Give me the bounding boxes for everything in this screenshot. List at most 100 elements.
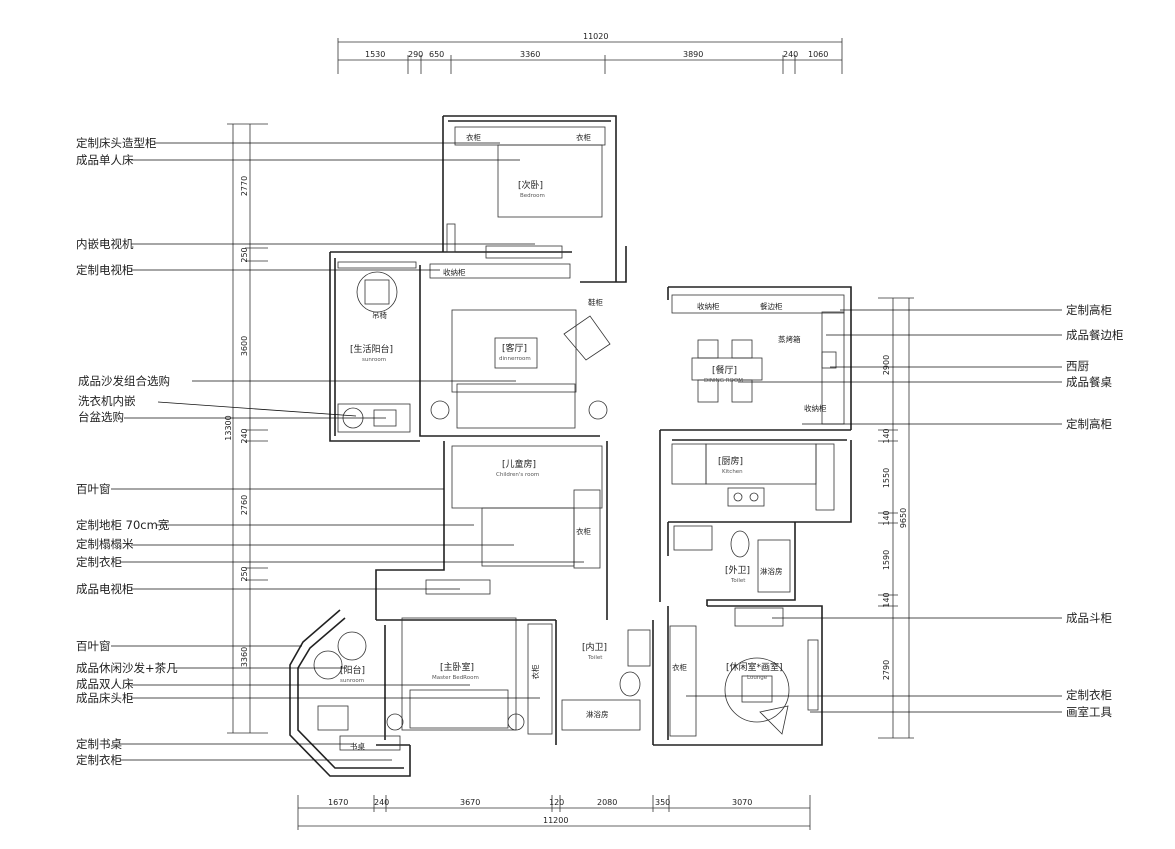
tag-steam-oven: 蒸烤箱 <box>778 334 801 344</box>
label-left-11: 定制衣柜 <box>76 555 122 569</box>
furniture-tags: 衣柜 衣柜 收纳柜 吊椅 鞋柜 收纳柜 餐边柜 蒸烤箱 收纳柜 衣柜 淋浴房 衣… <box>350 132 827 751</box>
label-right-1: 定制高柜 <box>1066 303 1112 317</box>
room-children-en: Children's room <box>496 472 539 478</box>
room-second-bedroom-en: Bedroom <box>520 193 545 199</box>
tag-shower-inner: 淋浴房 <box>586 709 609 719</box>
dim-right-4: 140 <box>882 510 891 525</box>
tag-wardrobe-3: 衣柜 <box>576 526 591 536</box>
tag-wardrobe-5: 衣柜 <box>672 662 687 672</box>
dim-left-6: 250 <box>240 566 249 581</box>
tag-wardrobe-4: 衣柜 <box>530 664 540 679</box>
dim-left-5: 2760 <box>240 495 249 515</box>
label-left-3: 内嵌电视机 <box>76 237 134 251</box>
tag-storage-dining: 收纳柜 <box>697 301 720 311</box>
label-left-15: 成品双人床 <box>76 677 134 691</box>
dim-top-2: 290 <box>408 50 423 59</box>
room-master: [主卧室] <box>440 661 474 673</box>
dim-top-total: 11020 <box>583 32 608 41</box>
room-outer-wc-en: Toilet <box>730 578 746 584</box>
tag-storage-dining-2: 收纳柜 <box>804 403 827 413</box>
dim-top-3: 650 <box>429 50 444 59</box>
room-balcony-en: sunroom <box>340 678 364 684</box>
label-left-14: 成品休闲沙发+茶几 <box>76 661 178 675</box>
tag-desk: 书桌 <box>350 741 365 751</box>
label-left-9: 定制地柜 70cm宽 <box>76 518 170 532</box>
furniture <box>313 126 845 751</box>
label-right-6: 成品斗柜 <box>1066 611 1112 625</box>
dim-bottom-5: 2080 <box>597 798 617 807</box>
label-right-5: 定制高柜 <box>1066 417 1112 431</box>
tag-wardrobe-1: 衣柜 <box>466 132 481 142</box>
label-left-16: 成品床头柜 <box>76 691 134 705</box>
dim-bottom-total: 11200 <box>543 816 568 825</box>
dim-right-7: 2790 <box>882 660 891 680</box>
dim-left-2: 250 <box>240 247 249 262</box>
dim-top-7: 1060 <box>808 50 828 59</box>
dim-right-5: 1590 <box>882 550 891 570</box>
label-left-18: 定制衣柜 <box>76 753 122 767</box>
label-right-8: 画室工具 <box>1066 705 1112 719</box>
tag-dining-side: 餐边柜 <box>760 301 783 311</box>
room-living: [客厅] <box>502 342 527 354</box>
dim-right-6: 140 <box>882 592 891 607</box>
dim-top-4: 3360 <box>520 50 540 59</box>
right-annotations: 定制高柜 成品餐边柜 西厨 成品餐桌 定制高柜 成品斗柜 定制衣柜 画室工具 <box>686 303 1124 719</box>
dim-left-total: 13300 <box>224 415 233 440</box>
room-master-en: Master BedRoom <box>432 675 479 681</box>
label-right-2: 成品餐边柜 <box>1066 328 1124 342</box>
walls <box>289 115 852 777</box>
room-utility-balcony: [生活阳台] <box>350 343 393 355</box>
label-left-6: 洗衣机内嵌 <box>78 394 136 408</box>
label-left-1: 定制床头造型柜 <box>76 136 157 150</box>
tag-shower-outer: 淋浴房 <box>760 566 783 576</box>
dim-top-1: 1530 <box>365 50 385 59</box>
right-dimension-chain: 2900 140 1550 140 1590 140 2790 9650 <box>878 297 914 739</box>
dim-left-3: 3600 <box>240 336 249 356</box>
left-dimension-chain: 13300 2770 250 3600 240 2760 250 3360 <box>224 123 268 734</box>
tag-wardrobe-2: 衣柜 <box>576 132 591 142</box>
label-right-7: 定制衣柜 <box>1066 688 1112 702</box>
label-left-5: 成品沙发组合选购 <box>78 374 170 388</box>
room-inner-wc: [内卫] <box>582 641 607 653</box>
dim-bottom-7: 3070 <box>732 798 752 807</box>
dim-bottom-2: 240 <box>374 798 389 807</box>
room-inner-wc-en: Toilet <box>587 655 603 661</box>
label-left-2: 成品单人床 <box>76 153 134 167</box>
label-left-8: 百叶窗 <box>76 482 111 496</box>
dim-bottom-4: 120 <box>549 798 564 807</box>
dim-left-7: 3360 <box>240 647 249 667</box>
room-balcony: [阳台] <box>340 664 365 676</box>
room-labels: [次卧] Bedroom [客厅] dinnerroom [生活阳台] sunr… <box>340 179 783 684</box>
room-kitchen: [厨房] <box>718 455 743 467</box>
label-left-4: 定制电视柜 <box>76 263 134 277</box>
dim-bottom-6: 350 <box>655 798 670 807</box>
dim-right-3: 1550 <box>882 468 891 488</box>
dim-top-5: 3890 <box>683 50 703 59</box>
dim-right-2: 140 <box>882 428 891 443</box>
room-living-en: dinnerroom <box>499 356 531 362</box>
bottom-dimension-chain: 1670 240 3670 120 2080 350 3070 11200 <box>297 795 811 830</box>
dim-bottom-3: 3670 <box>460 798 480 807</box>
dim-left-4: 240 <box>240 428 249 443</box>
dim-top-6: 240 <box>783 50 798 59</box>
left-annotations: 定制床头造型柜 成品单人床 内嵌电视机 定制电视柜 成品沙发组合选购 洗衣机内嵌… <box>76 136 584 767</box>
label-right-4: 成品餐桌 <box>1066 375 1112 389</box>
room-kitchen-en: Kitchen <box>722 469 743 475</box>
room-utility-balcony-en: sunroom <box>362 357 386 363</box>
label-left-10: 定制榻榻米 <box>76 537 134 551</box>
label-left-12: 成品电视柜 <box>76 582 134 596</box>
dim-bottom-1: 1670 <box>328 798 348 807</box>
room-dining: [餐厅] <box>712 364 737 376</box>
dim-right-total: 9650 <box>899 508 908 528</box>
room-lounge-en: Lounge <box>747 675 768 681</box>
room-outer-wc: [外卫] <box>725 564 750 576</box>
label-left-13: 百叶窗 <box>76 639 111 653</box>
label-right-3: 西厨 <box>1066 359 1089 373</box>
tag-shoe-cabinet: 鞋柜 <box>588 297 603 307</box>
tag-hanging-chair: 吊椅 <box>372 310 387 320</box>
room-lounge: [休闲室*画室] <box>726 661 783 673</box>
label-left-7: 台盆选购 <box>78 410 124 424</box>
room-dining-en: DINING ROOM <box>704 378 743 384</box>
room-children: [儿童房] <box>502 458 536 470</box>
label-left-17: 定制书桌 <box>76 737 122 751</box>
